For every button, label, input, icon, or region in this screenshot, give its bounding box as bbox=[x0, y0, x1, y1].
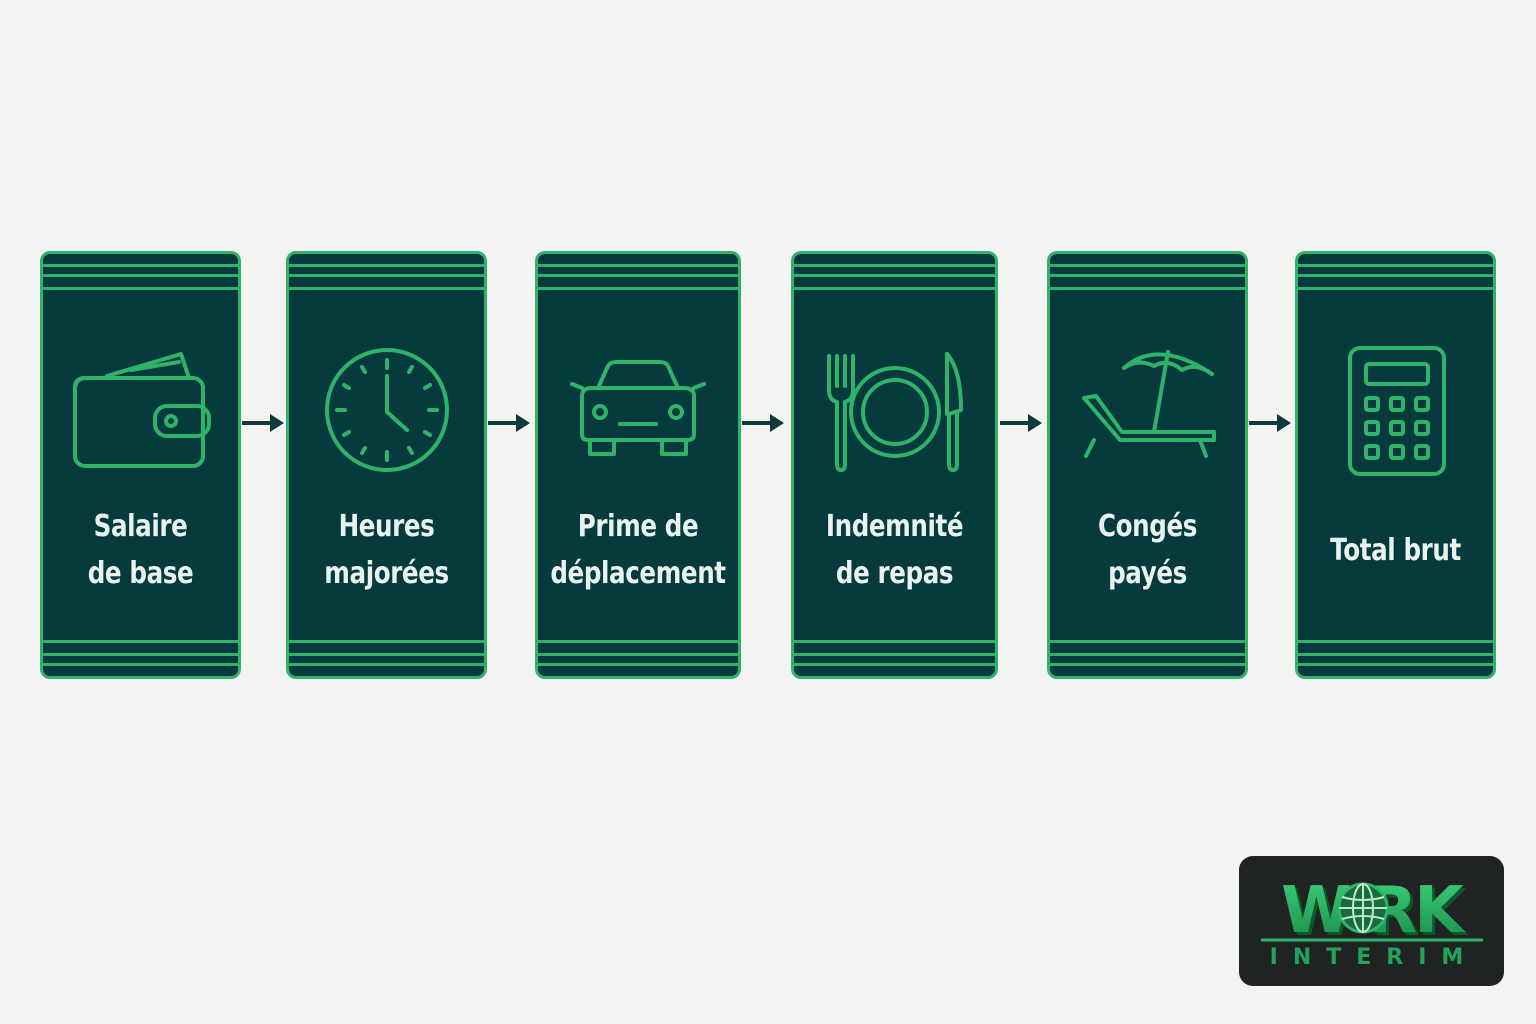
card-bottom-band bbox=[1050, 632, 1245, 676]
card-top-band bbox=[289, 254, 484, 298]
card-bottom-band bbox=[1298, 632, 1493, 676]
calculator-icon bbox=[1326, 340, 1466, 480]
card-top-band bbox=[43, 254, 238, 298]
step-card-total-brut: Total brut bbox=[1295, 251, 1496, 679]
step-card-indemnite-de-repas: Indemnité de repas bbox=[791, 251, 998, 679]
card-top-band bbox=[538, 254, 738, 298]
clock-icon bbox=[317, 340, 457, 480]
step-card-conges-payes: Congés payés bbox=[1047, 251, 1248, 679]
step-label: Heures majorées bbox=[324, 509, 449, 591]
step-label: Prime de déplacement bbox=[550, 509, 726, 591]
flow-arrow bbox=[740, 411, 786, 435]
card-bottom-band bbox=[289, 632, 484, 676]
card-top-band bbox=[1050, 254, 1245, 298]
step-card-prime-de-deplacement: Prime de déplacement bbox=[535, 251, 741, 679]
step-label: Congés payés bbox=[1098, 509, 1197, 591]
step-label: Salaire de base bbox=[87, 509, 194, 591]
work-interim-logo: W RK W RK INTERIM bbox=[1239, 856, 1504, 986]
step-label: Total brut bbox=[1330, 532, 1461, 568]
car-icon bbox=[568, 340, 708, 480]
step-card-salaire-de-base: Salaire de base bbox=[40, 251, 241, 679]
card-top-band bbox=[1298, 254, 1493, 298]
flow-arrow bbox=[1247, 411, 1293, 435]
flow-arrow bbox=[998, 411, 1044, 435]
flow-arrow bbox=[486, 411, 532, 435]
beach-chair-umbrella-icon bbox=[1078, 340, 1218, 480]
card-bottom-band bbox=[538, 632, 738, 676]
step-label: Indemnité de repas bbox=[825, 509, 964, 591]
card-bottom-band bbox=[794, 632, 995, 676]
step-card-heures-majorees: Heures majorées bbox=[286, 251, 487, 679]
card-top-band bbox=[794, 254, 995, 298]
flow-arrow bbox=[240, 411, 286, 435]
card-bottom-band bbox=[43, 632, 238, 676]
plate-cutlery-icon bbox=[825, 340, 965, 480]
wallet-icon bbox=[71, 340, 211, 480]
globe-icon bbox=[1337, 882, 1389, 934]
logo-subword: INTERIM bbox=[1270, 945, 1479, 970]
